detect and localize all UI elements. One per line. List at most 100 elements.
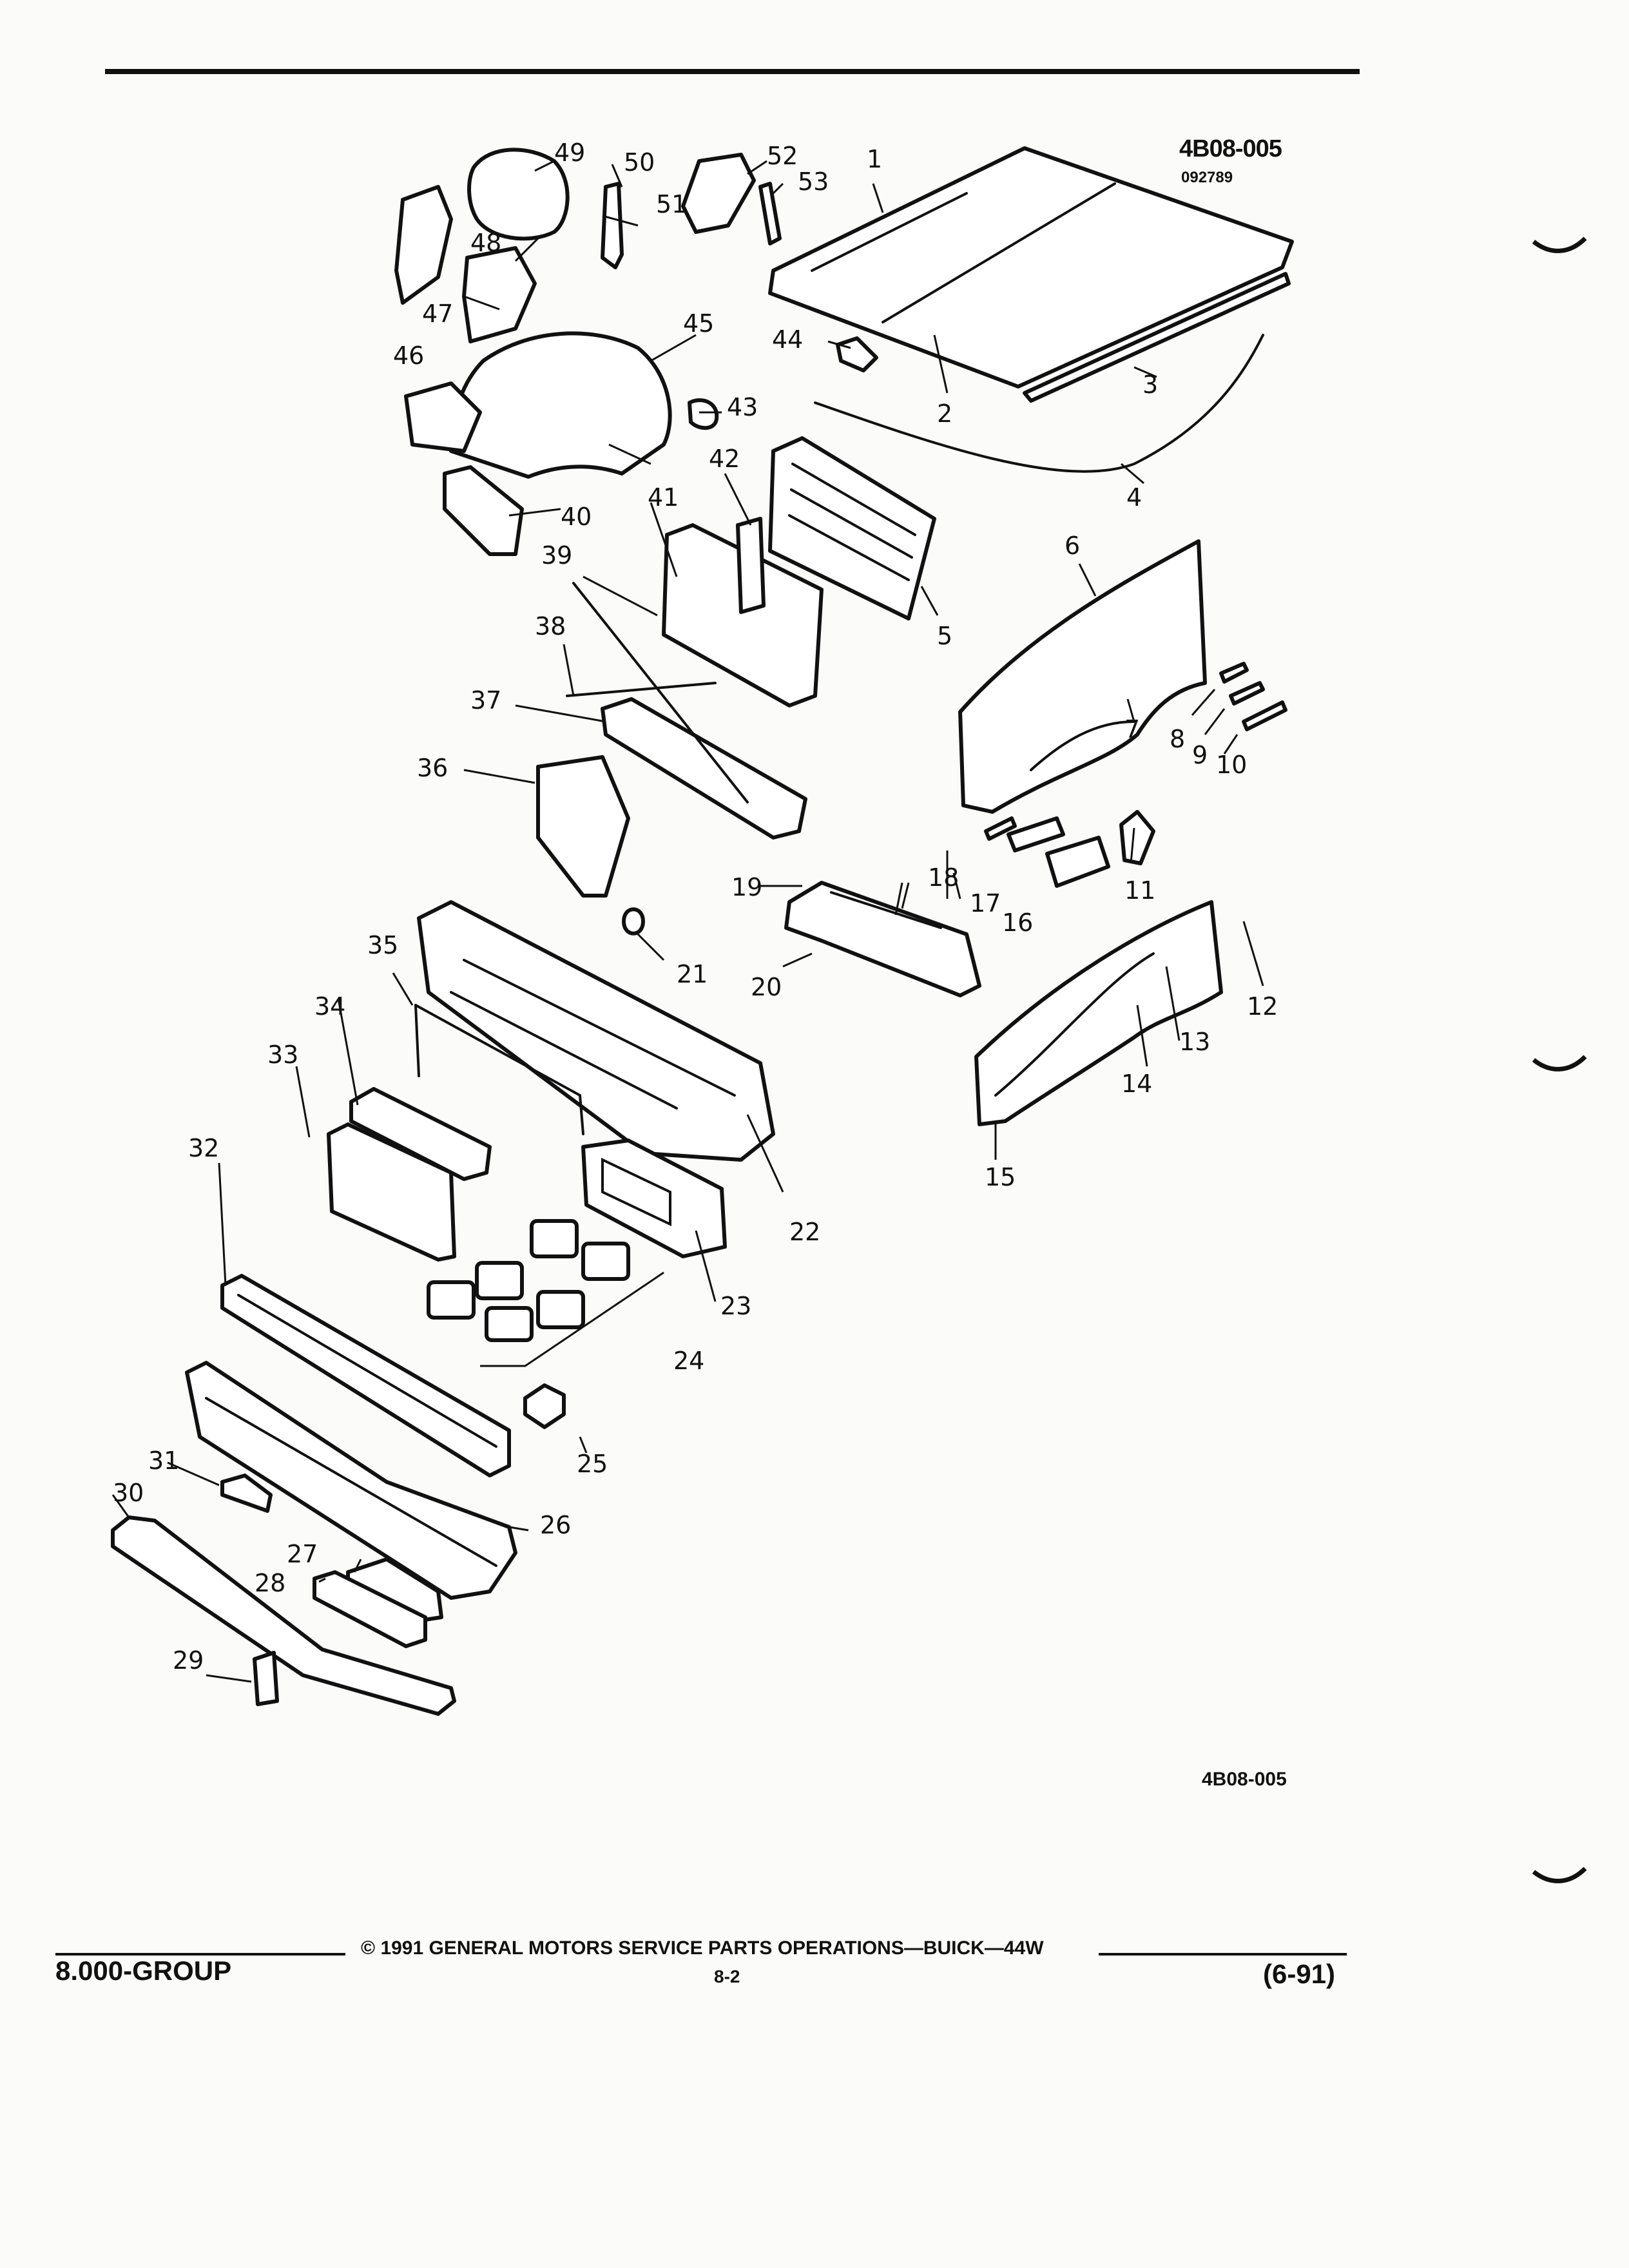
callout-31: 31 xyxy=(148,1446,179,1475)
callout-18: 18 xyxy=(928,863,959,892)
callout-9: 9 xyxy=(1192,741,1208,769)
part-hinge-52 xyxy=(681,153,756,234)
part-strip-18 xyxy=(984,816,1017,841)
footer-group-label: 8.000-GROUP xyxy=(55,1956,232,1986)
part-inner-panel xyxy=(974,900,1223,1126)
part-hood-seal xyxy=(1023,272,1291,403)
part-molding-10 xyxy=(1242,700,1287,731)
callout-32: 32 xyxy=(188,1134,219,1162)
callout-3: 3 xyxy=(1142,370,1158,399)
part-side-marker-16 xyxy=(1045,836,1110,888)
part-grille-panel xyxy=(417,900,775,1162)
binder-hole-mark-top xyxy=(1532,236,1587,253)
part-headlamp-f xyxy=(536,1290,585,1329)
callout-25: 25 xyxy=(577,1450,608,1478)
callout-8: 8 xyxy=(1170,725,1185,753)
callout-30: 30 xyxy=(113,1479,144,1507)
part-rod-53 xyxy=(758,182,782,245)
callout-47: 47 xyxy=(422,300,453,328)
callout-39: 39 xyxy=(541,541,572,570)
callout-6: 6 xyxy=(1065,532,1080,560)
part-reinforcement-32 xyxy=(220,1274,511,1477)
callout-17: 17 xyxy=(970,889,1001,918)
figure-code-top: 4B08-005 xyxy=(1179,135,1282,162)
callout-5: 5 xyxy=(937,622,952,650)
callout-33: 33 xyxy=(267,1041,298,1069)
figure-date-code: 092789 xyxy=(1181,169,1233,186)
callout-29: 29 xyxy=(173,1646,204,1675)
footer-copyright: © 1991 GENERAL MOTORS SERVICE PARTS OPER… xyxy=(361,1937,1044,1959)
footer-rule-right xyxy=(1099,1953,1347,1956)
callout-49: 49 xyxy=(554,139,585,167)
callout-14: 14 xyxy=(1121,1070,1152,1098)
callout-27: 27 xyxy=(287,1540,318,1568)
part-headlamp-b xyxy=(475,1261,524,1300)
part-rod-38 xyxy=(566,582,749,803)
part-lamp-28 xyxy=(313,1570,427,1648)
callout-40: 40 xyxy=(561,503,592,531)
callout-16: 16 xyxy=(1002,908,1033,937)
part-guard-31 xyxy=(220,1474,273,1513)
part-bracket-48 xyxy=(462,246,537,343)
part-filler-34 xyxy=(349,1087,492,1181)
callout-38: 38 xyxy=(535,612,566,640)
part-splash-46 xyxy=(404,381,482,453)
callout-4: 4 xyxy=(1126,483,1142,512)
callout-45: 45 xyxy=(683,309,714,338)
part-clip-44 xyxy=(836,336,878,372)
binder-hole-mark-bottom xyxy=(1532,1867,1587,1883)
part-molding-8 xyxy=(1219,662,1249,684)
part-seal-36 xyxy=(536,755,630,898)
figure-code-bottom: 4B08-005 xyxy=(1202,1769,1287,1790)
callout-2: 2 xyxy=(937,399,952,428)
callout-23: 23 xyxy=(720,1292,751,1320)
part-front-bumper xyxy=(185,1361,517,1600)
callout-10: 10 xyxy=(1216,751,1247,779)
footer-page-number: 8-2 xyxy=(714,1966,740,1986)
callout-50: 50 xyxy=(624,148,655,177)
part-wheelhouse xyxy=(449,331,672,479)
callout-7: 7 xyxy=(1124,715,1140,744)
part-headlamp-c xyxy=(530,1219,579,1258)
callout-1: 1 xyxy=(867,145,882,173)
part-grommet-43 xyxy=(688,398,719,430)
part-fender xyxy=(958,539,1207,814)
part-impact-strip-30 xyxy=(111,1515,456,1716)
part-bracket-21 xyxy=(622,907,645,936)
callout-24: 24 xyxy=(673,1347,704,1375)
callout-37: 37 xyxy=(470,686,501,715)
callout-48: 48 xyxy=(470,229,501,257)
callout-46: 46 xyxy=(393,341,424,370)
callout-13: 13 xyxy=(1179,1028,1210,1056)
part-hood xyxy=(768,146,1294,389)
callout-42: 42 xyxy=(709,445,740,473)
callout-35: 35 xyxy=(367,931,398,959)
footer-date: (6-91) xyxy=(1263,1959,1336,1989)
part-lens-17 xyxy=(1007,816,1065,852)
part-lamp-housing xyxy=(784,881,981,997)
callout-21: 21 xyxy=(677,960,708,988)
callout-28: 28 xyxy=(255,1569,285,1597)
callout-22: 22 xyxy=(789,1218,820,1246)
callout-11: 11 xyxy=(1124,876,1155,905)
part-side-marker-11 xyxy=(1119,810,1155,865)
callout-41: 41 xyxy=(648,483,679,512)
part-condenser-39 xyxy=(662,523,824,707)
header-rule xyxy=(105,69,1360,74)
callout-20: 20 xyxy=(751,973,782,1001)
callout-43: 43 xyxy=(727,393,758,421)
callout-19: 19 xyxy=(731,873,762,901)
part-bulb-25 xyxy=(523,1383,566,1429)
part-headlamp-e xyxy=(485,1306,534,1342)
part-shaft-50 xyxy=(601,182,624,269)
part-brace-40 xyxy=(443,465,524,556)
callout-34: 34 xyxy=(314,992,345,1021)
callout-53: 53 xyxy=(798,168,829,196)
part-compressor-49 xyxy=(467,148,570,241)
callout-51: 51 xyxy=(656,190,687,218)
part-bracket-47 xyxy=(394,185,453,305)
binder-hole-mark-middle xyxy=(1532,1055,1587,1072)
part-headlamp-d xyxy=(581,1242,630,1281)
part-molding-9 xyxy=(1229,681,1265,706)
